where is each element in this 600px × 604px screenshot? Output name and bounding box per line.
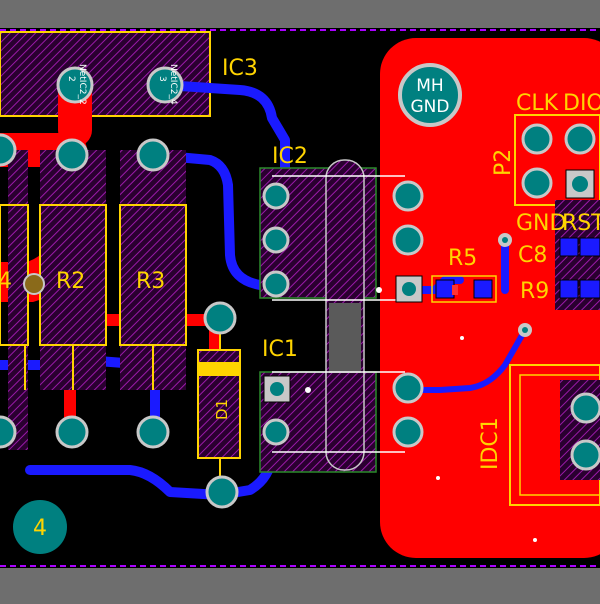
smd-red <box>452 285 458 295</box>
label-r5: R5 <box>448 246 477 271</box>
label-r3: R3 <box>136 269 165 294</box>
pin3-net: NetIC2_4 <box>168 64 178 105</box>
mounting-hole-label-1: MH <box>416 76 443 96</box>
label-rst: RST <box>562 211 600 236</box>
label-clk: CLK <box>516 91 559 116</box>
smd-silk <box>431 275 497 303</box>
ic-slot-gap <box>329 303 361 373</box>
label-r4-partial: 4 <box>0 269 12 294</box>
pin3-number: 3 <box>157 76 167 82</box>
d1-cathode-band <box>198 362 240 376</box>
hole-4-label: 4 <box>33 516 47 541</box>
via-icon <box>498 233 532 337</box>
label-gnd: GND <box>516 211 566 236</box>
r4-hatch <box>8 150 28 450</box>
smd-pads <box>435 237 600 299</box>
idc1-outline-inner <box>519 374 600 496</box>
label-r9: R9 <box>520 279 549 304</box>
label-ic3: IC3 <box>222 56 258 81</box>
mounting-hole-label-2: GND <box>411 97 450 117</box>
pin2-net: NetIC2_2 <box>77 64 87 105</box>
mounting-hole-icon <box>13 63 462 554</box>
label-c8: C8 <box>518 243 547 268</box>
label-d1: D1 <box>213 399 231 420</box>
pad-icon <box>0 66 600 509</box>
label-ic2: IC2 <box>272 144 308 169</box>
label-idc1: IDC1 <box>478 417 503 470</box>
label-ic1: IC1 <box>262 337 298 362</box>
label-r2: R2 <box>56 269 85 294</box>
pin2-number: 2 <box>66 76 76 82</box>
label-dio: DIO <box>563 91 600 116</box>
label-p2: P2 <box>491 149 516 176</box>
ic-silk-lines <box>272 175 405 453</box>
silk-dots <box>305 287 537 542</box>
idc1-outline-outer <box>509 364 600 506</box>
